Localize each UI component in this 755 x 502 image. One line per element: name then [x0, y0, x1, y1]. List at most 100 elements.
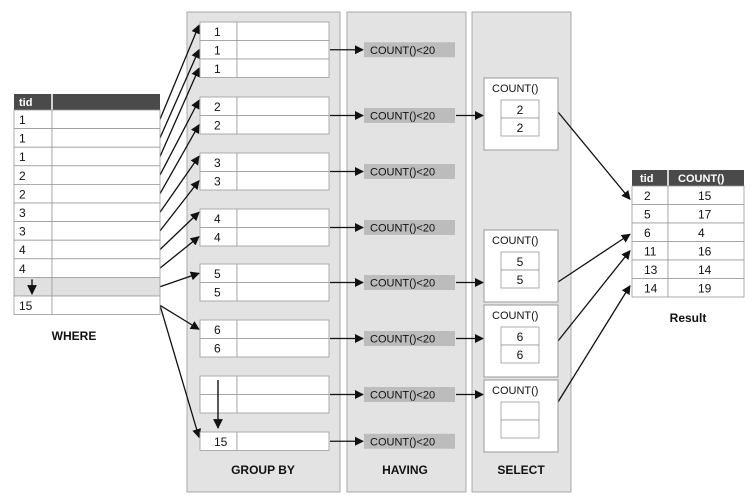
group-row-tid: 15 — [214, 435, 228, 449]
group-cell-value — [236, 375, 330, 395]
where-to-group-arrow — [159, 67, 200, 157]
group-row-tid: 5 — [214, 267, 221, 281]
select-value-text: 5 — [517, 273, 524, 287]
where-cell-value — [51, 146, 161, 167]
having-condition-box — [364, 387, 455, 402]
having-condition-text: COUNT()<20 — [370, 390, 435, 402]
group-cell-value — [236, 394, 330, 414]
having-condition-text: COUNT()<20 — [370, 223, 435, 235]
group-row-tid: 3 — [214, 156, 221, 170]
group-cell-value — [236, 40, 330, 60]
where-to-group-arrow — [159, 24, 201, 120]
having-condition-box — [364, 108, 455, 123]
group-cell-value — [236, 263, 330, 283]
group-cell-value — [236, 431, 330, 451]
select-value-text: 6 — [517, 348, 524, 362]
where-to-group-arrow — [159, 180, 200, 232]
select-value-cell — [500, 344, 540, 364]
group-row-tid: 6 — [214, 323, 221, 337]
group-row-tid: 2 — [214, 100, 221, 114]
where-cell-value — [51, 165, 161, 185]
having-condition-text: COUNT()<20 — [370, 436, 435, 448]
group-row-tid: 3 — [214, 175, 221, 189]
where-row-tid: 1 — [19, 150, 26, 164]
group-row-tid: 4 — [214, 212, 221, 226]
group-row-tid: 1 — [214, 44, 221, 58]
group-row-tid: 2 — [214, 119, 221, 133]
result-cell-count — [667, 278, 745, 298]
select-value-cell — [500, 117, 540, 137]
group-row-tid: 4 — [214, 231, 221, 245]
select-label: SELECT — [497, 463, 545, 477]
where-to-group-arrow — [159, 155, 200, 213]
where-to-group-arrow — [159, 236, 200, 269]
where-cell-value — [51, 202, 161, 223]
group-cell-value — [236, 58, 330, 78]
where-cell-value — [51, 239, 161, 260]
group-by-label: GROUP BY — [231, 463, 295, 477]
where-to-group-arrow — [159, 48, 200, 139]
result-row-tid: 6 — [644, 226, 651, 240]
where-row-tid: 3 — [19, 225, 26, 239]
select-value-text: 2 — [517, 121, 524, 135]
group-cell-value — [236, 115, 330, 135]
select-value-cell — [500, 269, 540, 289]
where-row-tid: 4 — [19, 243, 26, 257]
result-row-count: 16 — [698, 245, 712, 259]
result-row-tid: 2 — [644, 189, 651, 203]
where-row-tid: 1 — [19, 113, 26, 127]
having-condition-box — [364, 42, 455, 58]
select-value-text: 2 — [517, 103, 524, 117]
group-row-tid: 6 — [214, 342, 221, 356]
result-header-row — [632, 170, 744, 186]
having-condition-box — [364, 164, 455, 179]
where-to-group-arrow — [159, 305, 202, 439]
group-cell-value — [236, 282, 330, 302]
having-condition-text: COUNT()<20 — [370, 111, 435, 123]
result-row-count: 14 — [698, 263, 712, 277]
where-row-tid: 4 — [19, 262, 26, 276]
where-cell-value — [51, 276, 161, 297]
where-row-tid: 3 — [19, 206, 26, 220]
where-to-group-arrow — [159, 99, 200, 176]
having-condition-text: COUNT()<20 — [370, 334, 435, 346]
where-to-group-arrow — [159, 211, 200, 250]
where-cell-value — [51, 128, 161, 148]
select-box-title: COUNT() — [492, 310, 538, 322]
where-label: WHERE — [52, 329, 97, 343]
select-box-title: COUNT() — [492, 83, 538, 95]
result-row-tid: 13 — [644, 263, 658, 277]
where-cell-value — [51, 109, 161, 130]
where-row-tid: 15 — [19, 299, 33, 313]
group-row-tid: 1 — [214, 25, 221, 39]
group-cell-value — [236, 227, 330, 247]
result-row-tid: 5 — [644, 208, 651, 222]
having-conditions: COUNT()<20COUNT()<20COUNT()<20COUNT()<20… — [364, 42, 455, 449]
result-header-count: COUNT() — [678, 173, 725, 185]
having-condition-text: COUNT()<20 — [370, 278, 435, 290]
having-panel — [346, 11, 467, 493]
where-cell-tid — [13, 276, 53, 297]
group-by-panel — [186, 11, 341, 493]
select-value-text: 6 — [517, 330, 524, 344]
select-to-result-arrow — [557, 250, 631, 342]
having-condition-box — [364, 331, 455, 346]
having-condition-box — [364, 220, 455, 235]
result-row-tid: 11 — [644, 245, 657, 259]
having-condition-box — [364, 433, 455, 449]
group-cell-value — [236, 319, 330, 339]
where-row-tid: 1 — [19, 132, 26, 146]
where-cell-value — [51, 295, 161, 316]
group-cell-value — [236, 338, 330, 358]
group-cell-value — [236, 21, 330, 41]
where-cell-value — [51, 183, 161, 204]
group-cell-value — [236, 152, 330, 172]
group-cell-value — [236, 96, 330, 116]
result-row-count: 17 — [698, 208, 712, 222]
result-row-count: 15 — [698, 189, 712, 203]
where-to-group-arrow — [159, 123, 200, 195]
